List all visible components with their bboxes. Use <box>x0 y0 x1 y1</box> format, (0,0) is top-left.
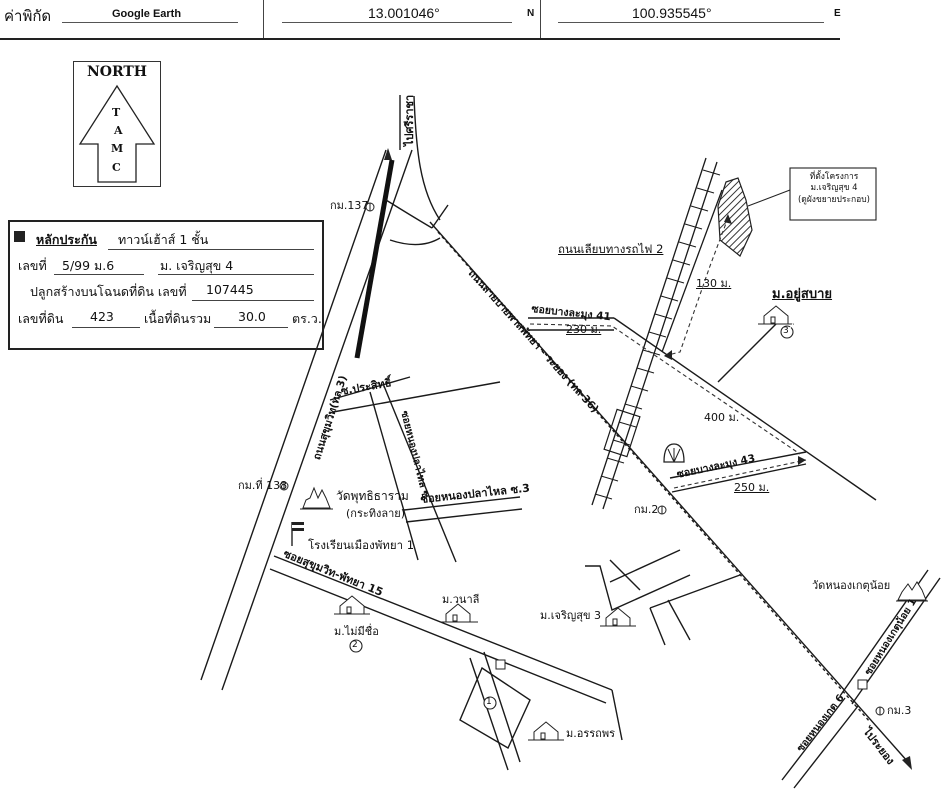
number-value: 5/99 ม.6 <box>62 258 115 273</box>
area-unit: ตร.ว. <box>292 311 322 326</box>
village-orrathorn-label: ม.อรรถพร <box>566 727 615 740</box>
rail-road-label: ถนนเลียบทางรถไฟ 2 <box>558 242 664 256</box>
wat-nong-ket-noi-label: วัดหนองเกตุน้อย <box>812 579 891 592</box>
coordinate-header: ค่าพิกัด Google Earth 13.001046° N 100.9… <box>0 0 841 40</box>
to-sri-racha-label: ไปศรีราชา <box>403 94 416 146</box>
underline <box>192 300 314 301</box>
north-letter: A <box>114 124 123 137</box>
km2-label: กม.2 <box>634 503 659 516</box>
house-icon <box>334 595 370 615</box>
marker-number: 2 <box>352 640 358 650</box>
house-icon <box>440 603 478 623</box>
school-flag-icon <box>291 522 304 546</box>
latitude-direction: N <box>527 8 535 19</box>
distance-label: 130 ม. <box>696 277 732 290</box>
callout-line: ม.เจริญสุข 4 <box>810 183 858 194</box>
distance-label: 230 ม. <box>566 323 602 336</box>
number-label: เลขที่ <box>18 258 47 273</box>
collateral-value: ทาวน์เฮ้าส์ 1 ชั้น <box>118 232 209 247</box>
village-yusabai-label: ม.อยู่สบาย <box>772 287 833 302</box>
distance-label: 250 ม. <box>734 481 770 494</box>
divider <box>263 0 264 38</box>
village-nali-label: ม.วนาลี <box>442 593 480 606</box>
coordinate-label: ค่าพิกัด <box>4 7 52 25</box>
wat-phutthitharam-label: วัดพุทธิธาราม <box>336 489 409 503</box>
north-arrow: NORTH T A M C <box>73 61 161 187</box>
village-maimi-label: ม.ไม่มีชื่อ <box>334 625 379 638</box>
collateral-info-box: หลักประกัน ทาวน์เฮ้าส์ 1 ชั้น เลขที่ 5/9… <box>8 220 324 350</box>
north-arrow-icon <box>78 84 156 183</box>
lon-underline <box>558 22 824 23</box>
coordinate-source: Google Earth <box>112 8 182 20</box>
underline <box>54 274 144 275</box>
source-underline <box>62 22 238 23</box>
shell-station-icon <box>663 443 685 463</box>
underline <box>108 249 314 250</box>
km-marker-icon <box>279 202 885 716</box>
area-label: เนื้อที่ดินรวม <box>144 311 212 326</box>
wat-phutthitharam-sub-label: (กระทิงลาย) <box>346 507 406 520</box>
temple-icon <box>300 486 333 510</box>
callout-line: ที่ตั้งโครงการ <box>809 172 859 182</box>
divider <box>540 0 541 38</box>
underline <box>158 274 314 275</box>
underline <box>72 327 140 328</box>
lat-underline <box>282 22 512 23</box>
latitude-value: 13.001046° <box>368 5 440 21</box>
house-icon <box>600 607 636 627</box>
longitude-value: 100.935545° <box>632 5 712 21</box>
house-icon <box>758 305 794 325</box>
marker-number: 3 <box>783 326 789 336</box>
area-value: 30.0 <box>238 309 266 324</box>
underline <box>214 327 288 328</box>
bullet-icon <box>14 231 25 242</box>
marker-number: 1 <box>486 697 492 707</box>
deed-label: ปลูกสร้างบนโฉนดที่ดิน เลขที่ <box>30 284 187 299</box>
house-icon <box>528 721 564 741</box>
school-label: โรงเรียนเมืองพัทยา 1 <box>308 538 415 552</box>
km3-label: กม.3 <box>887 704 912 717</box>
callout-line: (ดูผังขยายประกอบ) <box>797 194 870 205</box>
north-letter: T <box>112 106 121 119</box>
village-charoensuk3-label: ม.เจริญสุข 3 <box>540 609 601 622</box>
land-number-label: เลขที่ดิน <box>18 311 64 326</box>
project-callout: ที่ตั้งโครงการ ม.เจริญสุข 4 (ดูผังขยายปร… <box>796 172 872 206</box>
distance-label: 400 ม. <box>704 411 740 424</box>
km137-label: กม.137 <box>330 199 369 212</box>
land-number-value: 423 <box>90 309 114 324</box>
deed-value: 107445 <box>206 282 254 297</box>
north-title: NORTH <box>86 64 148 80</box>
village-label: ม. เจริญสุข 4 <box>160 258 234 273</box>
km138-label: กม.ที่ 138 <box>238 479 288 492</box>
temple-icon <box>896 581 928 602</box>
project-callout-box <box>789 167 877 221</box>
north-letter: C <box>112 161 121 174</box>
longitude-direction: E <box>834 8 841 19</box>
collateral-label: หลักประกัน <box>36 232 97 247</box>
north-letter: M <box>111 142 124 155</box>
